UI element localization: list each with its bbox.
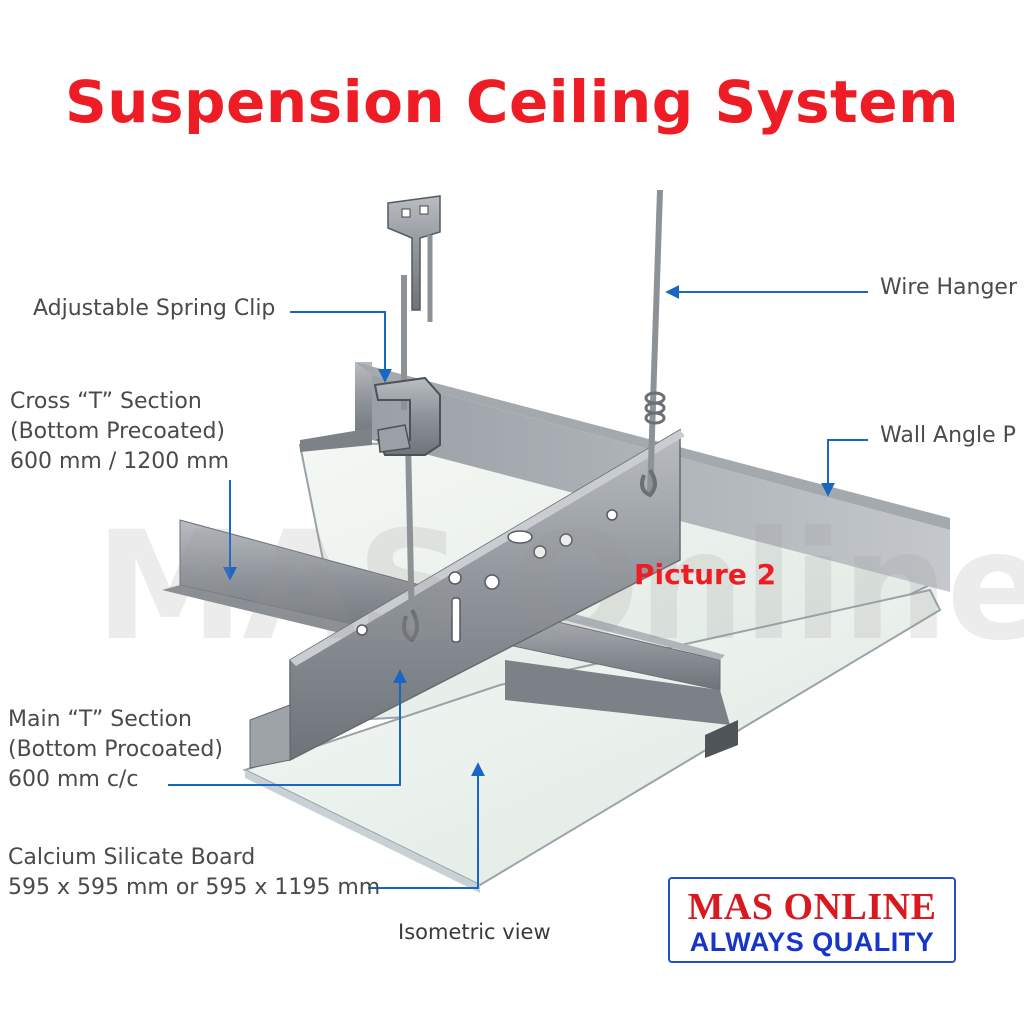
ceiling-bracket xyxy=(387,195,441,311)
label-main-t-line-2: (Bottom Procoated) xyxy=(8,737,223,762)
label-board: Calcium Silicate Board 595 x 595 mm or 5… xyxy=(8,843,380,903)
arrow-wall-angle xyxy=(821,439,868,497)
main-t-end xyxy=(249,704,291,769)
spring-clip-wing xyxy=(377,424,411,453)
brand-logo-slogan: ALWAYS QUALITY xyxy=(689,927,935,957)
label-cross-t-line-1: Cross “T” Section xyxy=(10,389,202,414)
cross-t-right-flange xyxy=(505,660,730,725)
wire-hanger-twist xyxy=(644,391,666,425)
clip-rod-lower xyxy=(405,439,415,631)
view-caption: Isometric view xyxy=(398,920,551,944)
brand-logo: MAS ONLINE ALWAYS QUALITY xyxy=(668,877,956,963)
arrow-spring-clip xyxy=(290,311,392,383)
main-t-top xyxy=(290,430,685,666)
arrow-board xyxy=(368,762,485,889)
watermark: MAS Online xyxy=(95,500,1024,674)
label-main-t: Main “T” Section (Bottom Procoated) 600 … xyxy=(8,705,223,795)
label-board-line-2: 595 x 595 mm or 595 x 1195 mm xyxy=(8,875,381,900)
label-main-t-line-3: 600 mm c/c xyxy=(8,767,139,792)
label-wall-angle: Wall Angle P xyxy=(880,423,1016,448)
bracket-hole-2 xyxy=(419,205,429,215)
ceiling-board-front xyxy=(242,588,942,887)
label-spring-clip: Adjustable Spring Clip xyxy=(33,296,276,321)
board-edge xyxy=(245,770,480,893)
clip-rod-hook xyxy=(402,609,419,643)
wire-hanger-rod xyxy=(647,189,663,496)
spring-clip-body xyxy=(373,376,441,456)
wire-hanger-hook xyxy=(640,468,657,498)
label-wire-hanger: Wire Hanger xyxy=(880,275,1017,300)
wall-clip-tab xyxy=(705,720,738,758)
label-cross-t: Cross “T” Section (Bottom Precoated) 600… xyxy=(10,387,229,477)
wall-angle-flange xyxy=(300,428,372,452)
picture-tag: Picture 2 xyxy=(634,558,777,591)
label-board-line-1: Calcium Silicate Board xyxy=(8,845,256,870)
callout-arrows xyxy=(168,285,868,889)
bracket-hole-1 xyxy=(401,208,411,218)
brand-logo-name: MAS ONLINE xyxy=(687,886,937,928)
label-cross-t-line-3: 600 mm / 1200 mm xyxy=(10,449,230,474)
wall-angle-left xyxy=(355,362,372,440)
arrow-main-t xyxy=(168,669,407,786)
label-main-t-line-1: Main “T” Section xyxy=(8,707,192,732)
page-title: Suspension Ceiling System xyxy=(64,68,960,136)
label-cross-t-line-2: (Bottom Precoated) xyxy=(10,419,225,444)
main-t-holes xyxy=(356,509,618,643)
